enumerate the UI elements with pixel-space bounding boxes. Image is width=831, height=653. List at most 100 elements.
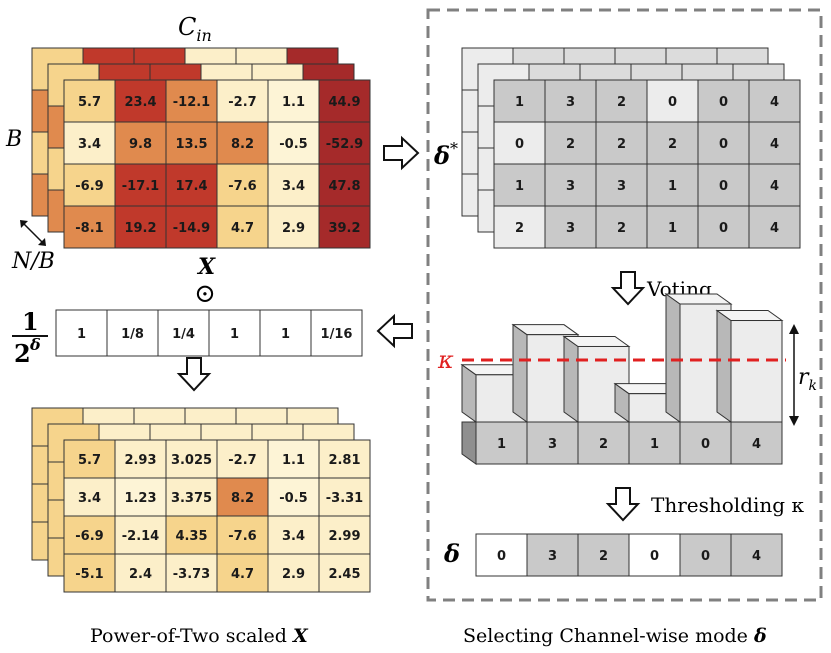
x-matrix-cell-value: 1.1 xyxy=(282,95,305,110)
delta-cell xyxy=(730,533,783,577)
x-matrix-cell-value: -8.1 xyxy=(75,221,103,236)
delta-star-superscript: * xyxy=(450,139,458,158)
delta-cell-value: 2 xyxy=(599,549,608,564)
delta-star-matrix-cell-value: 1 xyxy=(515,179,524,194)
delta-star-matrix-cell-value: 0 xyxy=(719,137,728,152)
scale-cell xyxy=(55,309,108,357)
scaled-matrix-cell xyxy=(63,553,116,593)
x-matrix-cell xyxy=(318,79,371,123)
x-matrix-cell-value: -7.6 xyxy=(228,179,256,194)
scaled-matrix-cell-value: 4.7 xyxy=(231,567,254,582)
scaled-matrix-cell xyxy=(318,439,371,479)
x-matrix-cell xyxy=(216,205,269,249)
scale-cell xyxy=(208,309,261,357)
delta-cell xyxy=(679,533,732,577)
delta-star-matrix-cell-value: 3 xyxy=(566,221,575,236)
delta-star-matrix-cell xyxy=(493,79,546,123)
delta-star-matrix-cell-value: 3 xyxy=(566,95,575,110)
scale-cell xyxy=(259,309,312,357)
scaled-matrix-cell xyxy=(165,553,218,593)
histogram-base-side xyxy=(461,421,477,465)
scaled-matrix-cell xyxy=(216,515,269,555)
delta-star-matrix-cell-value: 4 xyxy=(770,137,779,152)
histogram-bar-side xyxy=(716,309,732,423)
thresholding-label: Thresholding κ xyxy=(651,493,804,517)
svg-text:2: 2 xyxy=(14,339,31,368)
svg-text:δ: δ xyxy=(29,335,41,354)
histogram-bin-value: 2 xyxy=(599,437,608,452)
scaled-matrix-cell-value: -6.9 xyxy=(75,529,103,544)
x-matrix-cell-value: -0.5 xyxy=(279,137,307,152)
svg-text:1: 1 xyxy=(22,307,39,336)
delta-cell-value: 0 xyxy=(650,549,659,564)
scaled-matrix-cell xyxy=(267,477,320,517)
delta-cell-value: 3 xyxy=(548,549,557,564)
delta-star-matrix-cell-value: 0 xyxy=(719,95,728,110)
cin-subscript: in xyxy=(196,26,211,45)
delta-star-matrix-cell xyxy=(748,163,801,207)
delta-star-matrix-cell-value: 4 xyxy=(770,179,779,194)
delta-cell-value: 0 xyxy=(701,549,710,564)
delta-star-matrix-cell-value: 0 xyxy=(515,137,524,152)
arrow-left-icon xyxy=(376,313,413,349)
scaled-matrix-cell xyxy=(267,515,320,555)
delta-star-matrix-cell-value: 2 xyxy=(617,137,626,152)
x-matrix-cell-value: 9.8 xyxy=(129,137,152,152)
scale-cell xyxy=(157,309,210,357)
x-matrix-cell-value: -14.9 xyxy=(173,221,210,236)
scaled-matrix-cell-value: 1.23 xyxy=(124,491,156,506)
x-matrix-cell xyxy=(165,205,218,249)
scaled-matrix-cell xyxy=(216,477,269,517)
x-matrix-cell xyxy=(216,163,269,207)
r-k-subscript: k xyxy=(809,378,817,394)
scaled-matrix-cell xyxy=(114,439,167,479)
scaled-matrix-cell-value: -2.14 xyxy=(122,529,159,544)
x-matrix-cell-value: -6.9 xyxy=(75,179,103,194)
scaled-matrix-cell-value: 3.4 xyxy=(282,529,305,544)
scaled-matrix-cell xyxy=(318,477,371,517)
x-matrix-cell xyxy=(165,121,218,165)
delta-star-matrix-cell xyxy=(697,163,750,207)
left-caption-var: X xyxy=(292,625,309,647)
delta-star-matrix-cell-value: 0 xyxy=(668,95,677,110)
scaled-matrix-cell-value: 3.025 xyxy=(171,453,212,468)
delta-star-matrix-cell-value: 2 xyxy=(515,221,524,236)
histogram-bin-value: 4 xyxy=(752,437,761,452)
x-matrix-cell-value: 47.8 xyxy=(328,179,360,194)
delta-star-matrix-cell-value: 4 xyxy=(770,95,779,110)
delta-star-matrix-cell xyxy=(595,121,648,165)
scaled-matrix-cell-value: -0.5 xyxy=(279,491,307,506)
scaled-matrix-cell xyxy=(267,439,320,479)
b-label: B xyxy=(5,127,22,152)
histogram-bin-cell xyxy=(679,421,732,465)
x-matrix-cell xyxy=(318,205,371,249)
arrow-down-icon xyxy=(176,357,212,392)
delta-star-matrix-cell xyxy=(595,163,648,207)
delta-star-matrix-cell xyxy=(646,121,699,165)
x-matrix-cell xyxy=(63,79,116,123)
scaled-matrix-cell-value: 2.9 xyxy=(282,567,305,582)
scaled-matrix-cell-value: 3.375 xyxy=(171,491,212,506)
delta-cell xyxy=(628,533,681,577)
delta-star-matrix-cell-value: 0 xyxy=(719,179,728,194)
scale-cell-value: 1/16 xyxy=(321,327,353,342)
scaled-matrix-cell-value: 8.2 xyxy=(231,491,254,506)
histogram-bin-cell xyxy=(475,421,528,465)
scaled-matrix-cell-value: 2.81 xyxy=(328,453,360,468)
scaled-matrix-cell-value: -3.31 xyxy=(326,491,363,506)
delta-star-matrix-cell xyxy=(493,205,546,249)
right-caption-var: δ xyxy=(753,625,767,647)
scaled-matrix-cell xyxy=(318,515,371,555)
arrow-down-icon xyxy=(605,487,641,522)
scaled-matrix-cell-value: 2.45 xyxy=(328,567,360,582)
x-matrix-cell xyxy=(267,205,320,249)
arrow-right-icon xyxy=(383,135,420,171)
delta-star-matrix-cell-value: 3 xyxy=(617,179,626,194)
